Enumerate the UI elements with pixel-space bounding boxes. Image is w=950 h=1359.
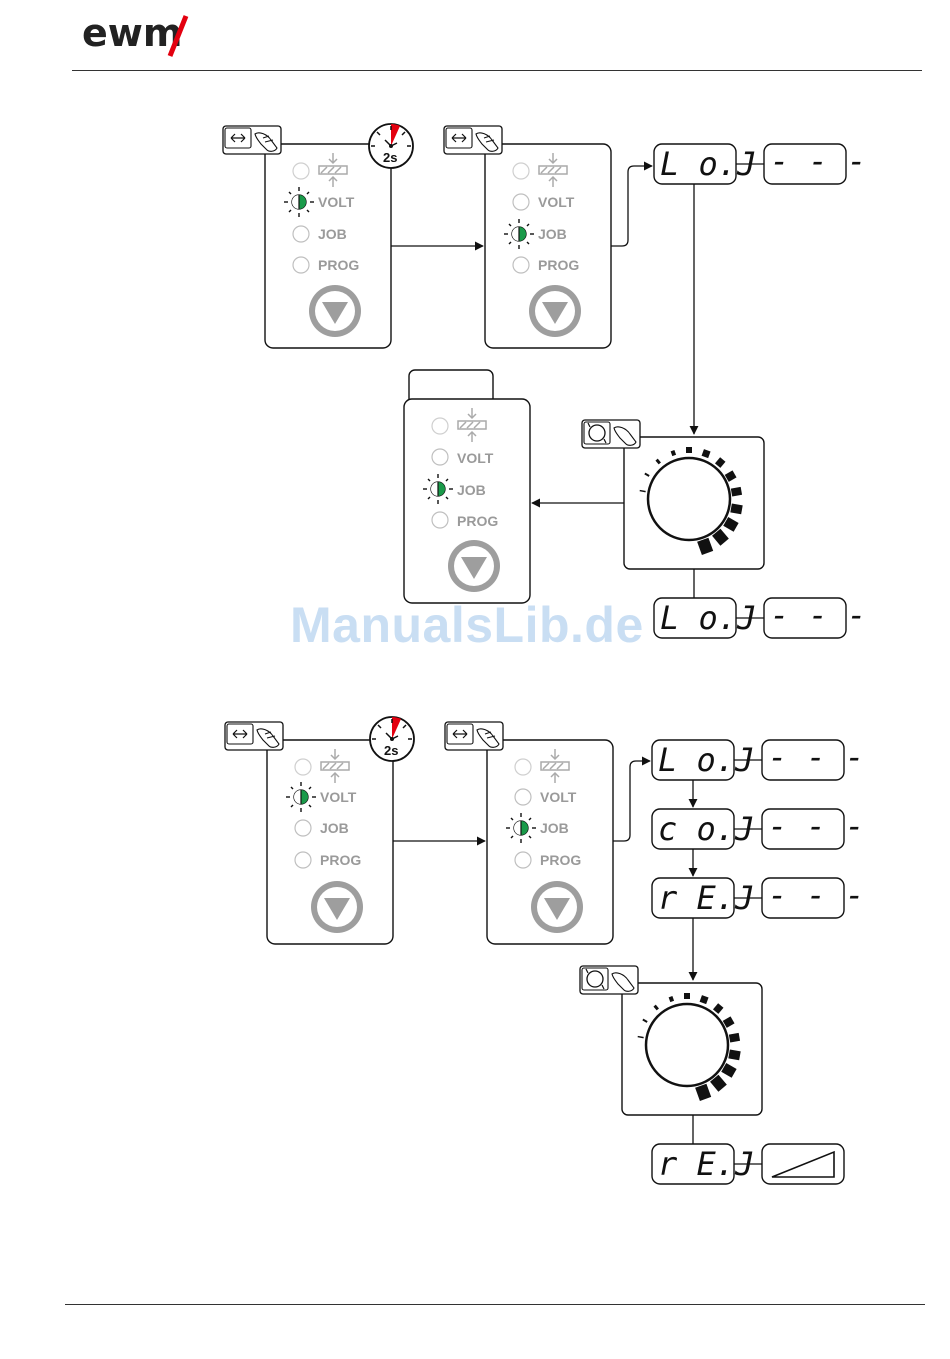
- control-panel-1a: VOLT JOB PROG: [265, 144, 391, 348]
- svg-text:- - -: - - -: [770, 142, 866, 180]
- svg-text:JOB: JOB: [540, 820, 569, 836]
- svg-text:VOLT: VOLT: [538, 194, 575, 210]
- svg-text:PROG: PROG: [540, 852, 581, 868]
- watermark: ManualsLib.de: [290, 596, 644, 654]
- svg-text:JOB: JOB: [320, 820, 349, 836]
- rotary-knob-panel: [622, 983, 762, 1115]
- rotary-knob-panel: [624, 437, 764, 569]
- prog-label: PROG: [318, 257, 359, 273]
- control-panel-2a: VOLT JOB PROG: [267, 740, 393, 944]
- lcd-display-right: - - -: [764, 142, 866, 184]
- job-label: JOB: [318, 226, 347, 242]
- timer-2s-icon: 2s: [369, 124, 413, 168]
- svg-text:JOB: JOB: [457, 482, 486, 498]
- svg-text:- - -: - - -: [770, 596, 866, 634]
- svg-text:- - -: - - -: [768, 738, 864, 776]
- svg-text:VOLT: VOLT: [540, 789, 577, 805]
- volt-label: VOLT: [318, 194, 355, 210]
- svg-text:PROG: PROG: [538, 257, 579, 273]
- svg-text:- - -: - - -: [768, 876, 864, 914]
- svg-text:2s: 2s: [383, 150, 397, 165]
- press-button-icon: [223, 126, 281, 154]
- control-panel-1b: VOLT JOB PROG: [485, 144, 611, 348]
- ramp-display: [762, 1144, 844, 1184]
- svg-text:VOLT: VOLT: [320, 789, 357, 805]
- control-panel-1c: VOLT JOB PROG: [404, 370, 530, 603]
- svg-text:2s: 2s: [384, 743, 398, 758]
- press-button-icon: [444, 126, 502, 154]
- rotate-knob-icon: [582, 420, 640, 448]
- svg-text:PROG: PROG: [457, 513, 498, 529]
- svg-text:- - -: - - -: [768, 807, 864, 845]
- svg-text:VOLT: VOLT: [457, 450, 494, 466]
- svg-text:JOB: JOB: [538, 226, 567, 242]
- control-panel-2b: VOLT JOB PROG: [487, 740, 613, 944]
- svg-text:PROG: PROG: [320, 852, 361, 868]
